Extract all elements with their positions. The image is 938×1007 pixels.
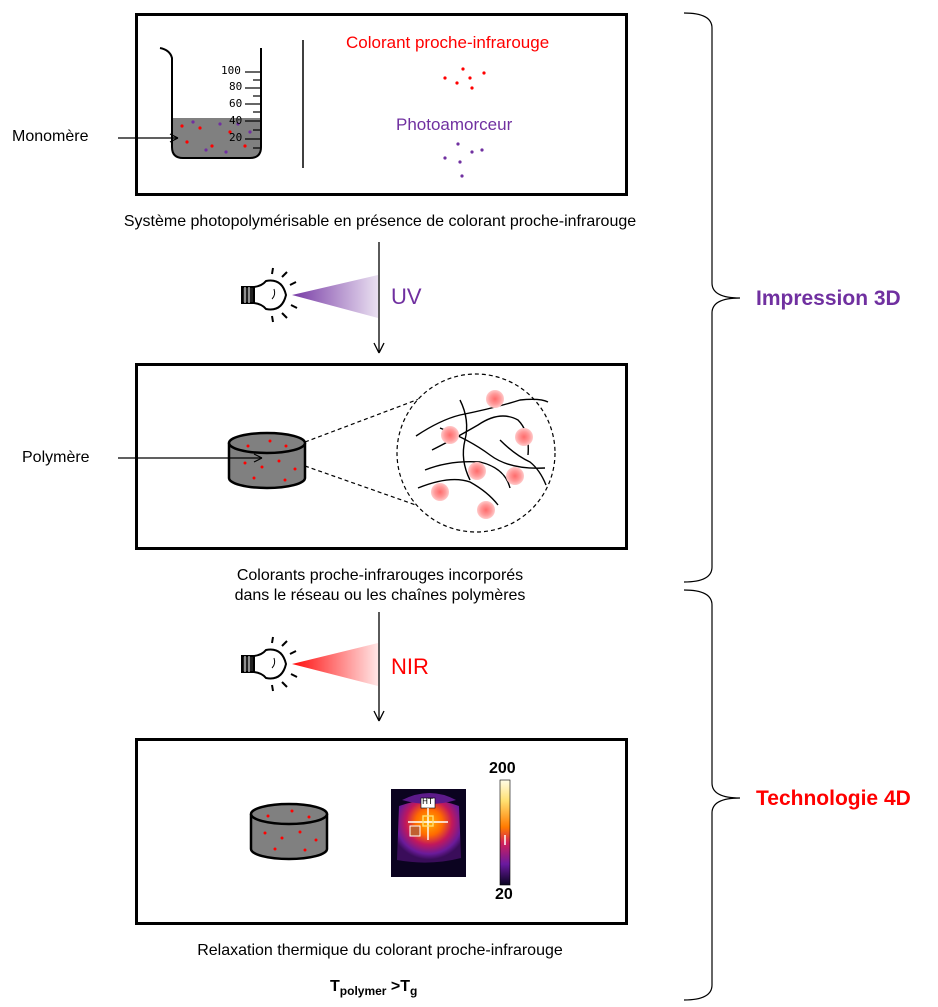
condition-gt: >T bbox=[386, 978, 411, 995]
scale-min-label: 20 bbox=[495, 886, 513, 903]
stage1-panel bbox=[135, 13, 628, 196]
stage1-caption: Système photopolymérisable en présence d… bbox=[123, 213, 637, 230]
stage2-caption-line2: dans le réseau ou les chaînes polymères bbox=[234, 587, 526, 604]
scale-max-label: 200 bbox=[489, 760, 516, 777]
thermal-marker-label: HT bbox=[422, 797, 433, 806]
light-bulb-icon bbox=[241, 636, 298, 692]
temperature-condition: Tpolymer >Tg bbox=[330, 978, 417, 998]
beaker-tick-100: 100 bbox=[221, 64, 241, 77]
uv-label: UV bbox=[391, 284, 422, 309]
condition-g-subscript: g bbox=[410, 984, 418, 998]
condition-t: T bbox=[330, 978, 340, 995]
beaker-tick-40: 40 bbox=[229, 114, 243, 127]
beaker-tick-60: 60 bbox=[229, 97, 243, 110]
stage3-panel bbox=[135, 738, 628, 925]
monomer-label: Monomère bbox=[12, 128, 89, 145]
light-bulb-icon bbox=[241, 267, 298, 323]
nir-label: NIR bbox=[391, 654, 429, 679]
impression-3d-label: Impression 3D bbox=[756, 287, 901, 310]
stage2-caption-line1: Colorants proche-infrarouges incorporés bbox=[236, 567, 524, 584]
beaker-tick-20: 20 bbox=[229, 131, 243, 144]
stage3-caption: Relaxation thermique du colorant proche-… bbox=[197, 942, 563, 959]
polymer-label: Polymère bbox=[22, 449, 90, 466]
dye-label: Colorant proche-infrarouge bbox=[346, 33, 550, 52]
beaker-tick-80: 80 bbox=[229, 80, 243, 93]
photoinitiator-label: Photoamorceur bbox=[396, 115, 513, 134]
technology-4d-label: Technologie 4D bbox=[756, 787, 911, 810]
condition-polymer-subscript: polymer bbox=[339, 984, 387, 998]
